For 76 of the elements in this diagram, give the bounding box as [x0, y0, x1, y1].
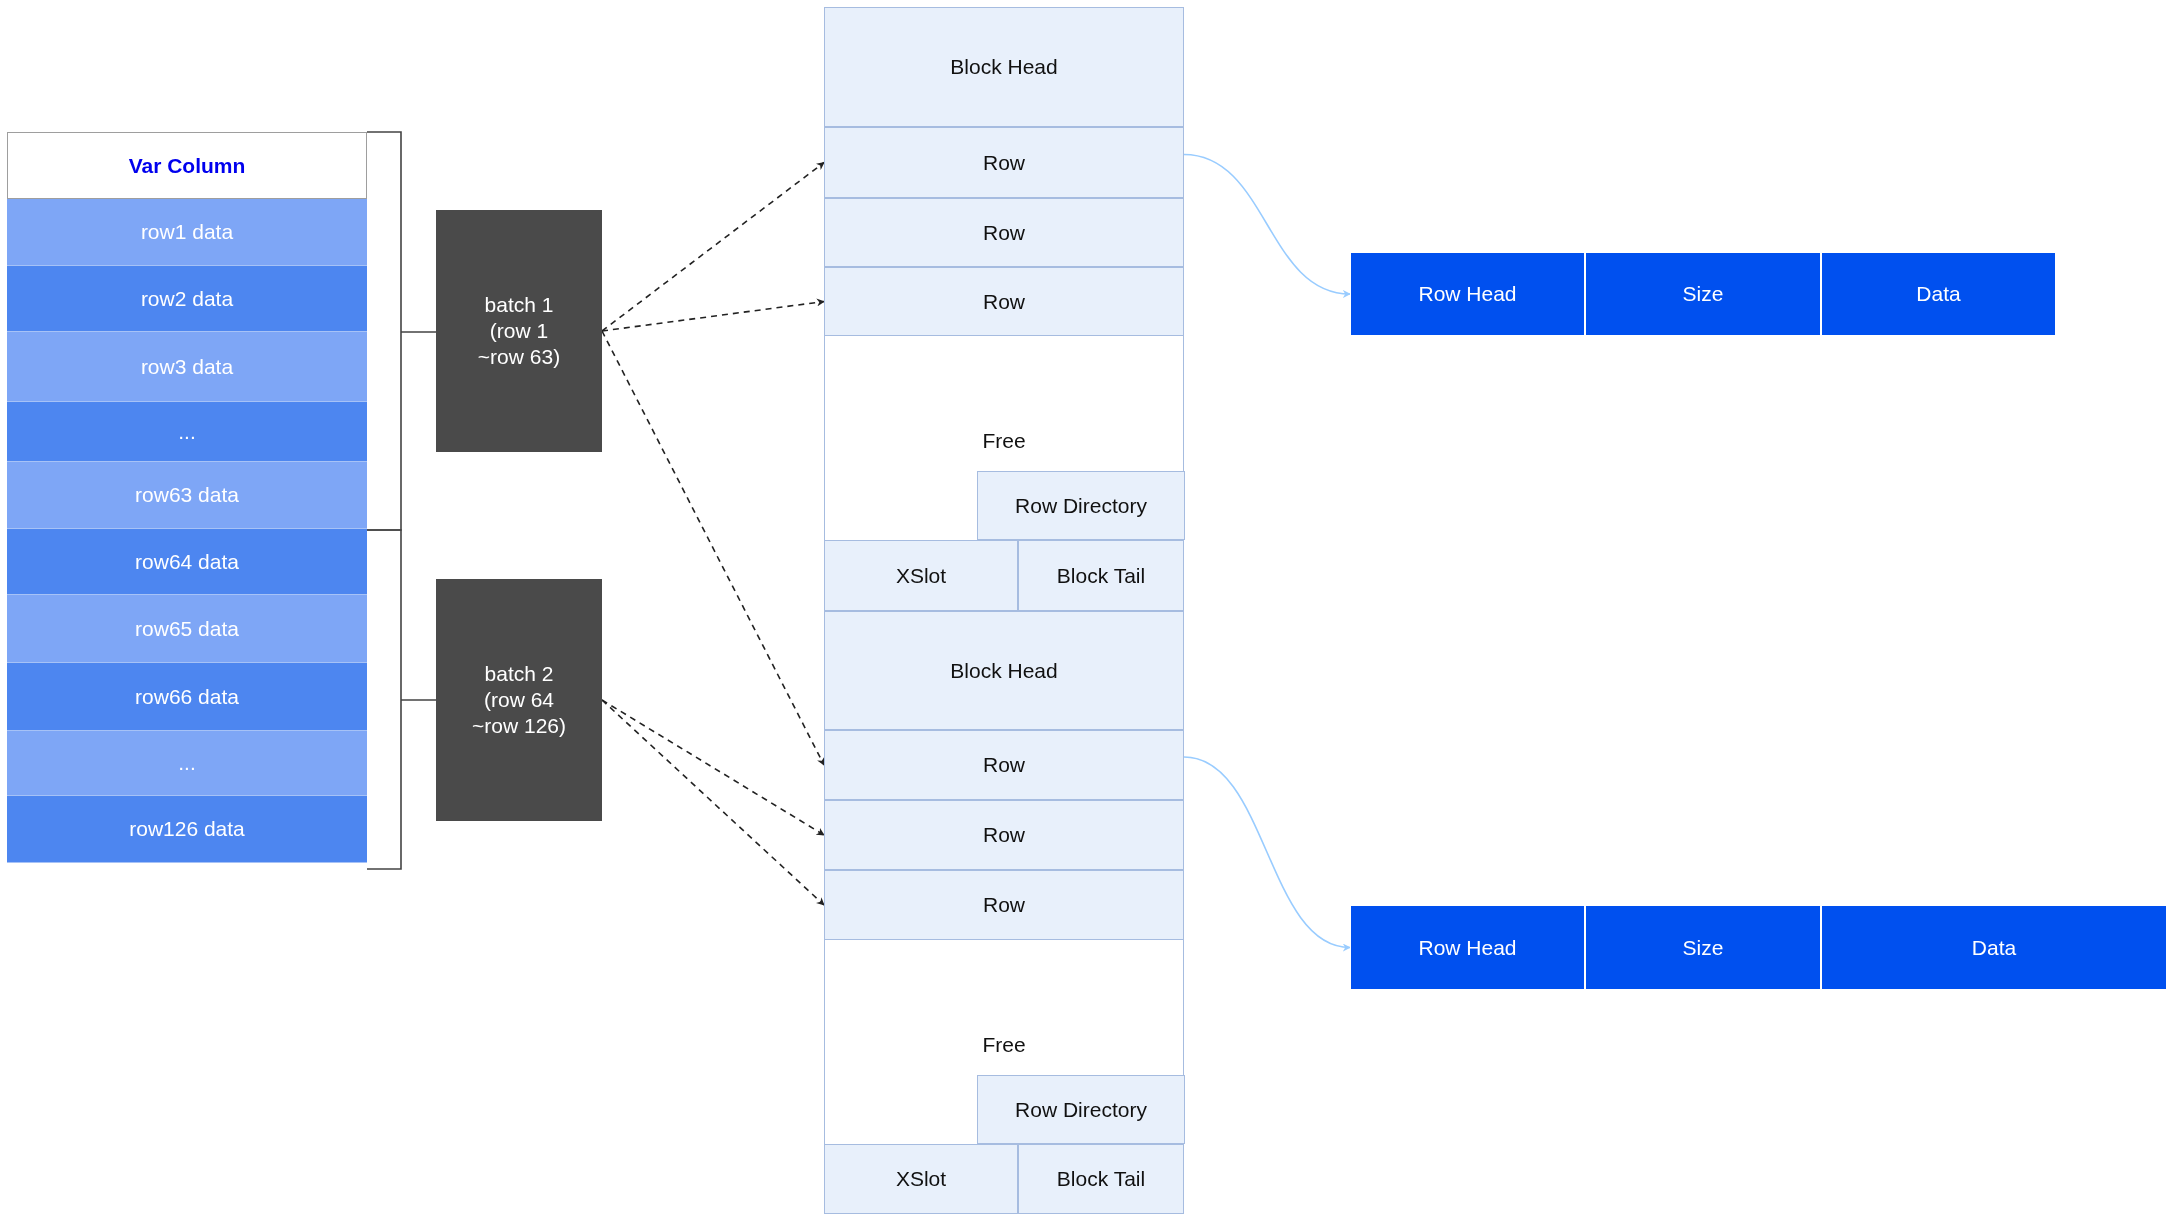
node-label: row65 data — [135, 615, 239, 642]
node-label: Block Tail — [1056, 1166, 1146, 1192]
node-label: Row — [983, 822, 1025, 848]
block-cell — [824, 1144, 1018, 1214]
node-label: Row — [983, 892, 1025, 918]
block-cell — [1018, 540, 1184, 611]
block-cell — [824, 611, 1184, 730]
data-row — [7, 529, 367, 595]
block-cell — [824, 7, 1184, 127]
node-label: Size — [1682, 934, 1724, 961]
node-label: Free — [982, 428, 1026, 454]
node-label: Row — [983, 752, 1025, 778]
data-row — [7, 731, 367, 796]
node-label: batch 1 (row 1 ~row 63) — [476, 292, 562, 370]
row-field — [1821, 252, 2056, 336]
node-label: Block Tail — [1056, 562, 1146, 589]
data-row — [7, 595, 367, 663]
data-row — [7, 266, 367, 332]
node-label: Row — [983, 288, 1025, 315]
block-cell — [977, 471, 1185, 540]
row-field — [1350, 905, 1585, 990]
block-cell — [824, 870, 1184, 940]
node-label: row3 data — [140, 353, 234, 380]
node-label: ... — [178, 750, 196, 776]
batch-box — [436, 210, 602, 452]
node-label: Var Column — [128, 152, 246, 179]
block-cell — [824, 198, 1184, 267]
node-label: Block Head — [950, 657, 1058, 684]
free-space-region — [824, 940, 1184, 1144]
node-label: row63 data — [135, 482, 239, 508]
node-label: Data — [1916, 281, 1961, 307]
node-label: Row Directory — [1015, 492, 1147, 519]
node-label: Free — [982, 1032, 1026, 1058]
node-label: Row — [983, 149, 1025, 176]
node-label: row1 data — [140, 219, 234, 245]
node-label: row64 data — [135, 548, 239, 575]
node-label: Row Directory — [1015, 1096, 1147, 1123]
arrow — [1183, 756, 1351, 951]
block-cell — [1018, 1144, 1184, 1214]
data-row — [7, 199, 367, 266]
node-label: row126 data — [129, 816, 245, 842]
arrow — [1183, 153, 1351, 297]
arrow — [601, 161, 825, 332]
data-row — [7, 796, 367, 863]
row-field — [1350, 252, 1585, 336]
block-cell — [824, 730, 1184, 800]
data-row — [7, 462, 367, 529]
node-label: batch 2 (row 64 ~row 126) — [471, 661, 567, 739]
arrow — [601, 699, 825, 906]
free-space-region — [824, 336, 1184, 540]
arrow — [601, 330, 825, 766]
data-row — [7, 402, 367, 462]
node-label: row66 data — [135, 683, 239, 710]
block-cell — [824, 127, 1184, 198]
node-label: Row — [983, 219, 1025, 246]
block-cell — [824, 267, 1184, 336]
node-label: XSlot — [895, 562, 947, 589]
row-field — [1585, 252, 1821, 336]
block-cell — [824, 800, 1184, 870]
data-row — [7, 663, 367, 731]
batch-box — [436, 579, 602, 821]
node-label: Size — [1682, 281, 1724, 307]
block-cell — [824, 540, 1018, 611]
node-label: Row Head — [1418, 281, 1517, 307]
row-field — [1821, 905, 2167, 990]
row-field — [1585, 905, 1821, 990]
node-label: Block Head — [950, 54, 1058, 80]
node-label: row2 data — [140, 285, 234, 312]
node-label: Data — [1971, 934, 2017, 961]
node-label: ... — [178, 418, 196, 445]
column-header — [7, 132, 367, 199]
data-row — [7, 332, 367, 402]
node-label: XSlot — [895, 1166, 947, 1192]
arrow — [601, 298, 825, 332]
node-label: Row Head — [1418, 934, 1517, 961]
block-cell — [977, 1075, 1185, 1144]
